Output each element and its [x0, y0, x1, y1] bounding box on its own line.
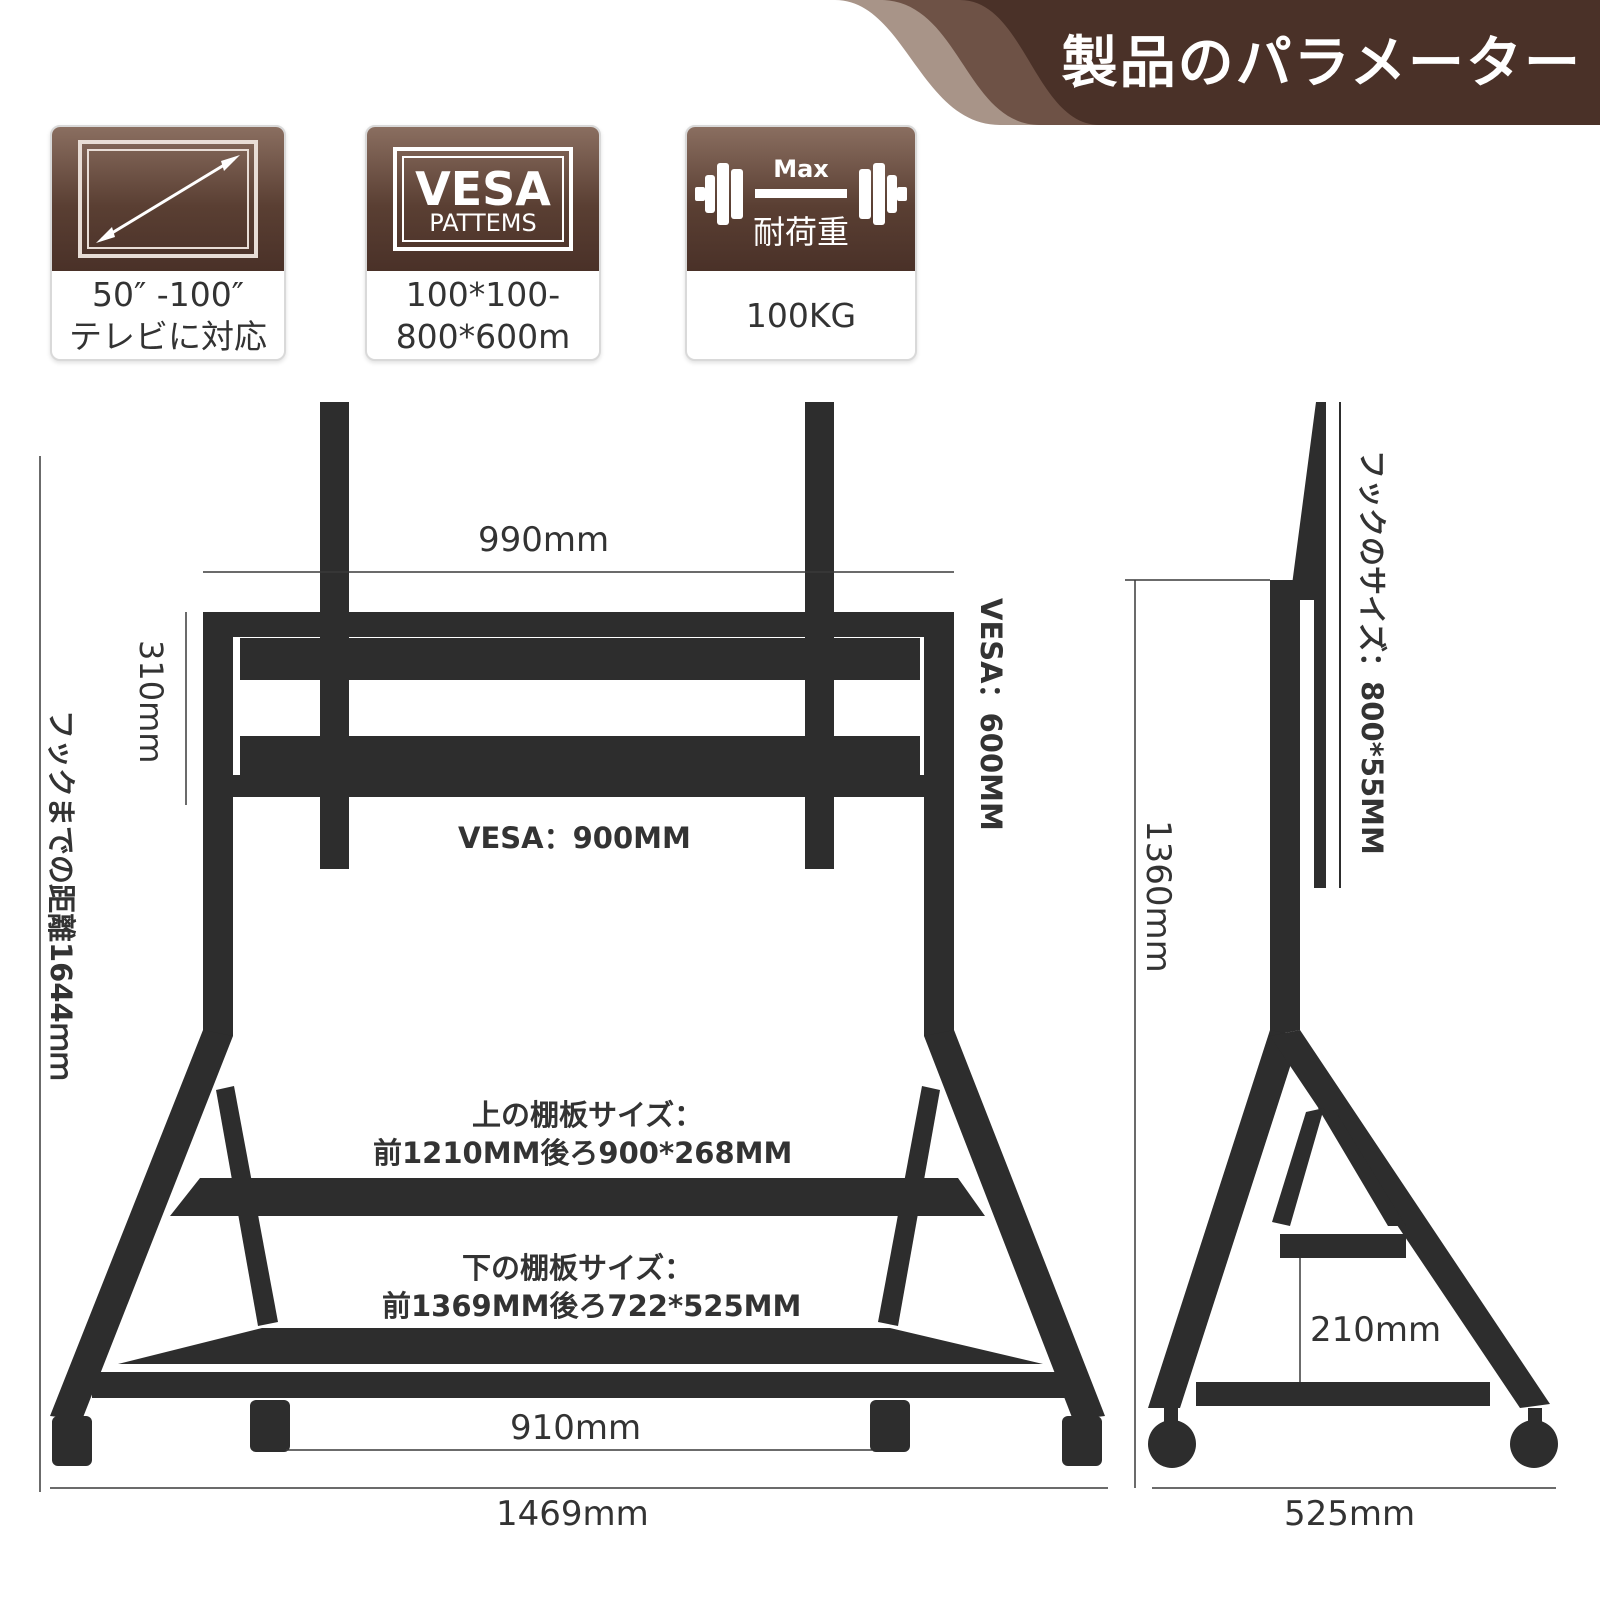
hook-distance-label: フックまでの距離1644ｍｍ: [44, 710, 78, 1081]
side-inner-left: [1272, 1108, 1324, 1226]
bracket-height-label: 310mm: [132, 640, 170, 764]
vesa-range-start: 100*100-: [405, 275, 561, 314]
upper-shelf-size: 前1210MM後ろ900*268MM: [373, 1136, 793, 1170]
card-header: Max 耐荷重: [687, 127, 915, 271]
front-right-upright: [924, 612, 954, 1036]
front-top-bar: [203, 612, 954, 637]
upper-shelf-title: 上の棚板サイズ：: [472, 1098, 704, 1132]
side-caster-rear: [1510, 1420, 1558, 1468]
tv-compatibility: テレビに対応: [69, 317, 267, 356]
vesa-vertical-label: VESA：600MM: [974, 598, 1008, 831]
base-width-label: 1469mm: [496, 1494, 649, 1534]
dumbbell-icon: Max 耐荷重: [695, 155, 907, 251]
front-lower-shelf: [118, 1328, 1043, 1364]
lower-shelf-title: 下の棚板サイズ：: [462, 1251, 694, 1285]
side-upright: [1270, 580, 1300, 1036]
header-banner: [835, 0, 1600, 125]
front-dimension-lines: [39, 456, 1108, 1492]
side-inner-right: [1318, 1108, 1406, 1226]
side-front-leg: [1148, 1030, 1300, 1408]
side-height-label: 1360mm: [1138, 820, 1178, 973]
side-hook: [1290, 402, 1326, 888]
load-label: 耐荷重: [753, 213, 849, 251]
card-header: [52, 127, 284, 271]
front-view: [50, 402, 1105, 1466]
vesa-badge-sub: PATTEMS: [429, 209, 537, 237]
side-caster-front: [1148, 1420, 1196, 1468]
side-base-bar: [1196, 1382, 1490, 1406]
card-header: VESA PATTEMS: [367, 127, 599, 271]
tv-size-range: 50″ -100″: [91, 275, 245, 314]
feature-card-load: Max 耐荷重 100KG: [685, 125, 917, 361]
max-label: Max: [773, 155, 829, 183]
front-base-bar: [92, 1372, 1068, 1398]
max-load-value: 100KG: [745, 296, 857, 335]
caster-span-label: 910mm: [510, 1408, 642, 1448]
bracket-arm-left: [320, 402, 349, 869]
caster-front-inner-right: [870, 1400, 910, 1452]
caster-front-right: [1062, 1416, 1102, 1466]
page-title: 製品のパラメーター: [1061, 31, 1582, 96]
feature-card-tv-size: 50″ -100″ テレビに対応: [50, 125, 286, 361]
front-right-leg: [924, 1030, 1105, 1420]
caster-front-inner-left: [250, 1400, 290, 1452]
vesa-range-end: 800*600m: [395, 317, 571, 356]
front-left-leg: [50, 1030, 233, 1420]
side-view: [1148, 402, 1558, 1468]
tv-diagonal-icon: [78, 140, 258, 258]
shelf-gap-label: 210mm: [1310, 1310, 1442, 1350]
vesa-horizontal-label: VESA：900MM: [458, 821, 691, 855]
vesa-badge-icon: VESA PATTEMS: [393, 147, 573, 251]
front-cross-bar: [233, 775, 924, 797]
vesa-badge-main: VESA: [415, 162, 551, 216]
bracket-arm-right: [805, 402, 834, 869]
side-rear-leg: [1270, 1030, 1550, 1408]
feature-card-vesa: VESA PATTEMS 100*100- 800*600m: [365, 125, 601, 361]
front-left-upright: [203, 612, 233, 1036]
front-upper-shelf: [170, 1178, 985, 1216]
side-depth-label: 525mm: [1284, 1494, 1416, 1534]
lower-shelf-size: 前1369MM後ろ722*525MM: [382, 1289, 802, 1323]
side-upper-shelf: [1280, 1234, 1406, 1258]
top-width-label: 990mm: [478, 520, 610, 560]
side-dimension-lines: [1125, 579, 1556, 1489]
caster-front-left: [52, 1416, 92, 1466]
hook-size-label: フックのサイズ：800*55MM: [1355, 450, 1389, 855]
